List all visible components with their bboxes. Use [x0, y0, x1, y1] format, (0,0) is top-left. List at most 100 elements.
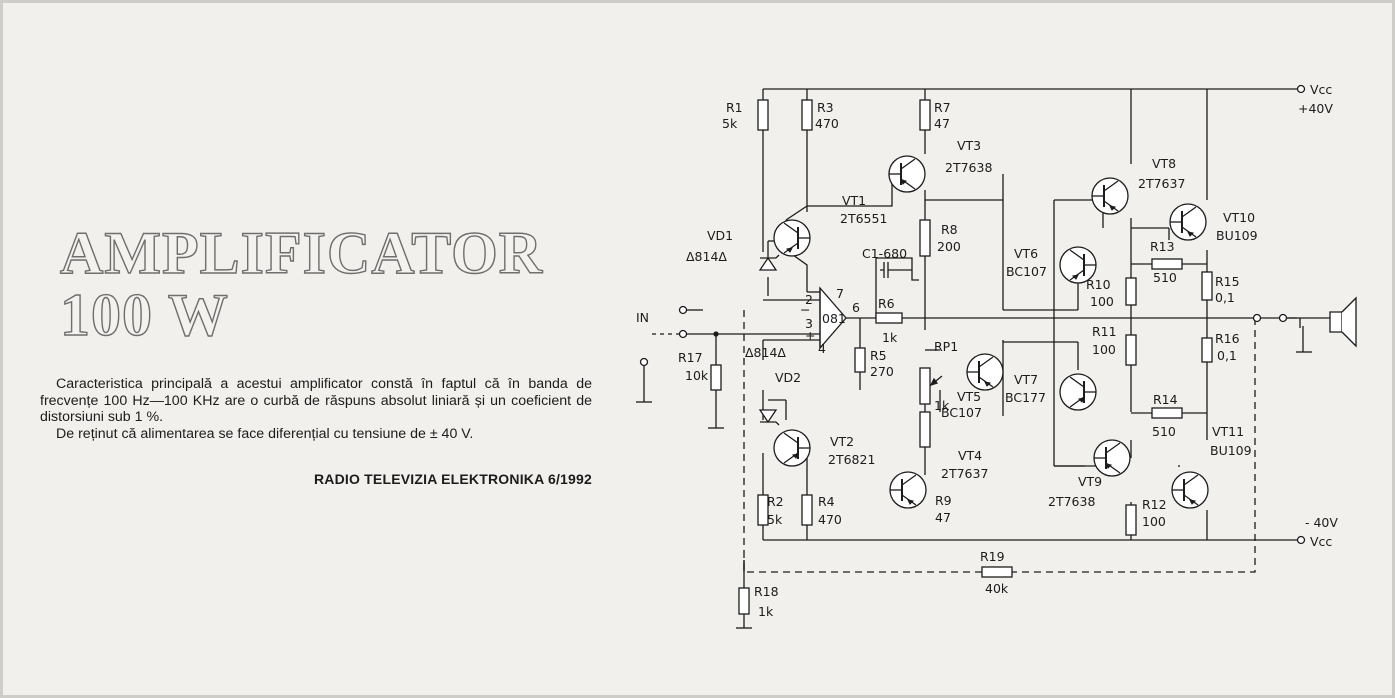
resistor-r15: [1201, 271, 1213, 301]
label-r3v: 470: [815, 116, 839, 131]
vcc-positive-terminal: [1296, 84, 1306, 94]
zener-vd1: [758, 254, 780, 271]
transistor-vt11: [1171, 471, 1209, 509]
zener-vd1-body: [758, 256, 778, 271]
resistor-r7: [919, 99, 931, 131]
resistor-r5: [854, 347, 866, 373]
transistor-vt6-arrow: [1071, 274, 1079, 280]
transistor-vt2-collector: [783, 432, 799, 444]
resistor-r14: [1151, 407, 1183, 419]
label-r17: R17: [678, 350, 703, 365]
article-source: RADIO TELEVIZIA ELEKTRONIKA 6/1992: [313, 471, 592, 487]
input-terminal-top: [678, 305, 688, 315]
label-vt2: VT2: [830, 434, 854, 449]
transistor-vt10-collector: [1181, 206, 1197, 218]
label-vt3v: 2T7638: [945, 160, 992, 175]
label-vt4v: 2T7637: [941, 466, 988, 481]
label-r3: R3: [817, 100, 834, 115]
transistor-vt7: [1059, 373, 1097, 411]
resistor-r9: [919, 411, 931, 448]
label-plus: +: [805, 328, 815, 343]
zener-vd2-bar: [760, 421, 780, 426]
schematic-labels: R15kR3470R747VT32T7638VT12T6551VD1Δ814ΔV…: [636, 82, 1338, 619]
junction-r17: [713, 331, 719, 337]
label-r6v: 1k: [882, 330, 898, 345]
zener-vd1-bar: [760, 254, 780, 259]
label-vt5: VT5: [957, 389, 981, 404]
resistor-r13: [1151, 258, 1183, 270]
label-vt5v: BC107: [941, 405, 982, 420]
schematic-components: [639, 84, 1357, 615]
label-r7v: 47: [934, 116, 950, 131]
label-r9: R9: [935, 493, 952, 508]
label-minus: −: [800, 302, 810, 317]
transistor-vt11-collector: [1183, 474, 1199, 486]
label-vd2: VD2: [775, 370, 801, 385]
transistor-vt10-arrow: [1187, 231, 1195, 237]
transistor-vt7-collector: [1069, 376, 1085, 388]
label-r16v: 0,1: [1217, 348, 1237, 363]
transistor-vt3: [888, 155, 926, 193]
label-vccpos: Vcc: [1310, 82, 1332, 97]
description-paragraph-2: De reținut că alimentarea se face difere…: [56, 425, 474, 442]
transistor-vt5-collector: [978, 356, 994, 368]
label-vd1v: Δ814Δ: [686, 249, 727, 264]
transistor-vt4: [889, 471, 927, 509]
label-r11v: 100: [1092, 342, 1116, 357]
label-vt9v: 2T7638: [1048, 494, 1095, 509]
input-terminal-ground: [639, 357, 649, 367]
label-r5: R5: [870, 348, 887, 363]
label-vd1: VD1: [707, 228, 733, 243]
label-pin7: 7: [836, 286, 844, 301]
capacitor-c1-plates: [883, 262, 889, 278]
resistor-r1: [757, 99, 769, 131]
transistor-vt7-arrow: [1077, 397, 1085, 403]
resistor-r19: [981, 566, 1013, 578]
label-r2: R2: [767, 494, 784, 509]
label-vt3: VT3: [957, 138, 981, 153]
title-line-2: 100 W: [59, 282, 229, 348]
label-r13: R13: [1150, 239, 1175, 254]
transistor-vt3-collector: [900, 158, 916, 170]
label-vt11v: BU109: [1210, 443, 1252, 458]
label-pin3: 3: [805, 316, 813, 331]
label-in: IN: [636, 310, 649, 325]
label-vt1: VT1: [842, 193, 866, 208]
article-description: Caracteristica principală a acestui ampl…: [40, 376, 592, 442]
label-vt7v: BC177: [1005, 390, 1046, 405]
description-paragraph-1: Caracteristica principală a acestui ampl…: [40, 376, 592, 425]
transistor-vt5-arrow: [984, 381, 992, 387]
label-r19: R19: [980, 549, 1005, 564]
transistor-vt2-arrow: [791, 453, 799, 459]
transistor-vt1-arrow: [785, 247, 793, 253]
label-neg: - 40V: [1305, 515, 1338, 530]
transistor-vt8: [1091, 177, 1129, 215]
resistor-r17: [710, 364, 722, 391]
label-r16: R16: [1215, 331, 1240, 346]
label-r1: R1: [726, 100, 743, 115]
label-r8: R8: [941, 222, 958, 237]
output-node: [1252, 313, 1262, 323]
transistor-vt1: [773, 219, 811, 257]
resistor-r11: [1125, 334, 1137, 366]
label-rp1v: 1k: [934, 398, 950, 413]
resistor-rp1: [919, 367, 931, 405]
label-c1: C1-680: [862, 246, 907, 261]
label-r2v: 5k: [767, 512, 783, 527]
label-r19v: 40k: [985, 581, 1009, 596]
label-r12: R12: [1142, 497, 1167, 512]
label-pin6: 6: [852, 300, 860, 315]
label-r4: R4: [818, 494, 835, 509]
label-r6: R6: [878, 296, 895, 311]
label-vt8v: 2T7637: [1138, 176, 1185, 191]
transistor-vt5: [966, 353, 1004, 391]
feedback-dashed-line: [743, 318, 1256, 573]
resistor-r18: [738, 587, 750, 615]
vcc-negative-terminal: [1296, 535, 1306, 545]
transistor-vt9-collector: [1105, 442, 1121, 454]
label-r15v: 0,1: [1215, 290, 1235, 305]
resistor-r12: [1125, 504, 1137, 536]
label-r14v: 510: [1152, 424, 1176, 439]
label-r5v: 270: [870, 364, 894, 379]
